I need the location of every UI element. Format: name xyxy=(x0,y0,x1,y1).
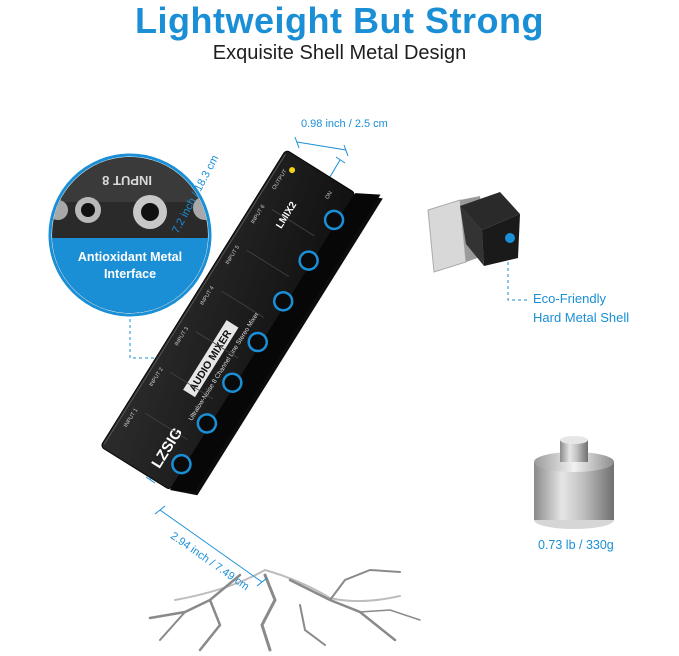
page-subtitle: Exquisite Shell Metal Design xyxy=(212,42,467,64)
svg-text:ON: ON xyxy=(325,190,334,200)
svg-text:INPUT 8: INPUT 8 xyxy=(102,173,152,188)
weight-object xyxy=(534,436,614,529)
detached-shell-piece xyxy=(460,192,520,266)
mixer-device: LZSIG AUDIO MIXER Ultralow-Noise 8 Chann… xyxy=(101,150,383,496)
weight-label: 0.73 lb / 330g xyxy=(538,538,614,552)
interface-callout: Antioxidant Metal Interface xyxy=(77,250,183,281)
page-title: Lightweight But Strong xyxy=(135,0,544,41)
shell-callout: Eco-Friendly Hard Metal Shell xyxy=(533,289,629,327)
width-dimension: 0.98 inch / 2.5 cm xyxy=(301,118,388,130)
shell-callout-line2: Hard Metal Shell xyxy=(533,310,630,325)
ground-crack xyxy=(148,568,421,652)
shell-callout-line1: Eco-Friendly xyxy=(533,291,606,306)
interface-closeup: INPUT 8 xyxy=(48,153,212,317)
